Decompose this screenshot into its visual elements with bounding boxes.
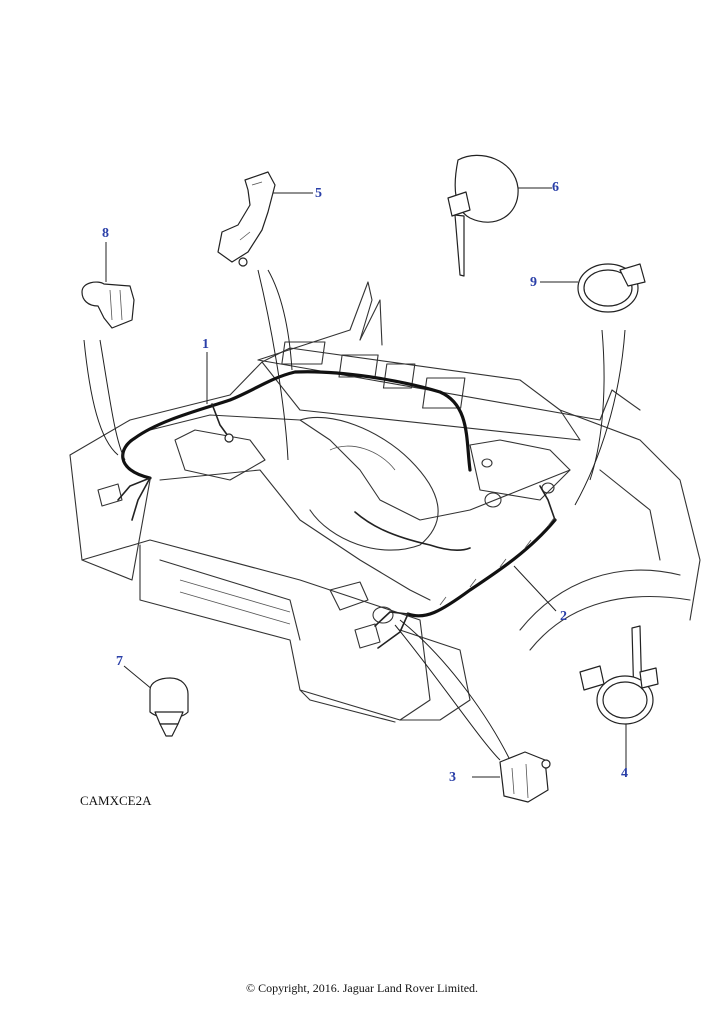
copyright-notice: © Copyright, 2016. Jaguar Land Rover Lim…: [245, 981, 479, 995]
callout-8: 8: [102, 226, 109, 241]
callout-1: 1: [202, 337, 209, 352]
callout-3: 3: [449, 770, 456, 785]
main-harness: [121, 370, 472, 480]
callout-2: 2: [560, 609, 567, 624]
part-4-clamp-tie: [579, 625, 659, 725]
callout-4: 4: [621, 766, 628, 781]
vehicle-body: [69, 281, 701, 723]
part-6-cable-tie: [447, 154, 519, 277]
part-9-strap-clamp: [577, 263, 646, 313]
part-3-clip: [499, 751, 551, 803]
leader-lines: [83, 187, 627, 778]
callout-9: 9: [530, 275, 537, 290]
rear-harness: [406, 518, 557, 618]
part-7-push-clip: [149, 677, 189, 737]
part-5-bracket: [217, 171, 276, 267]
diagram-code: CAMXCE2A: [80, 793, 152, 808]
wiring-harness: [117, 370, 557, 649]
callout-5: 5: [315, 186, 322, 201]
callout-6: 6: [552, 180, 559, 195]
callout-7: 7: [116, 654, 123, 669]
part-8-clip: [81, 281, 135, 329]
